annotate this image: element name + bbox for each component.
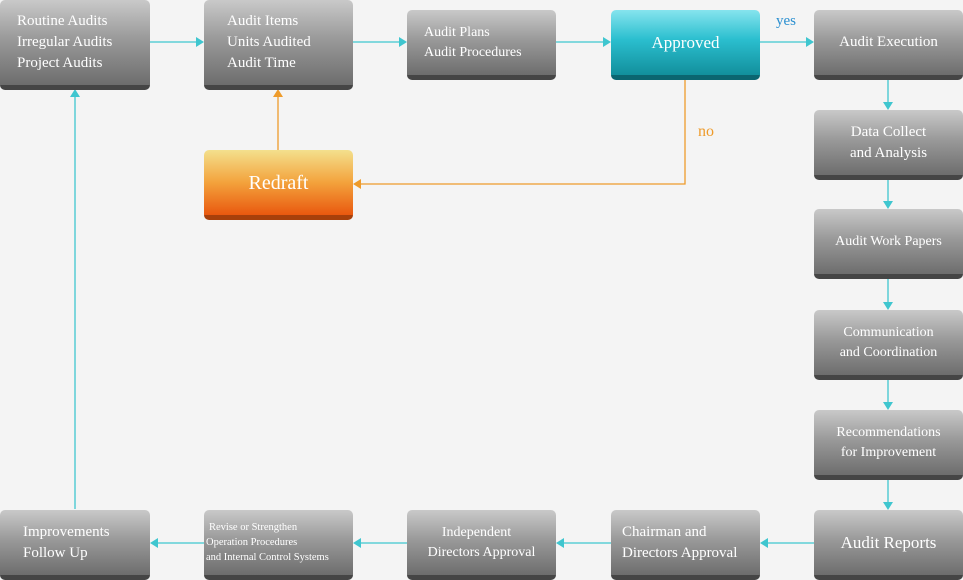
data-collect-line-1: Data Collect <box>850 123 927 140</box>
audit-execution-node: Audit Execution <box>814 10 963 80</box>
data-collect-line-2: and Analysis <box>849 144 928 161</box>
audit-items-line-2: Units Audited <box>227 34 311 50</box>
audit-items-line-1: Audit Items <box>227 13 299 29</box>
yes-label: yes <box>776 13 796 29</box>
recommendations-node: Recommendations for Improvement <box>814 410 963 480</box>
audit-reports-label: Audit Reports <box>840 532 937 552</box>
audit-items-node: Audit Items Units Audited Audit Time <box>204 0 353 90</box>
audit-types-line-3: Project Audits <box>17 55 103 71</box>
work-papers-node: Audit Work Papers <box>814 209 963 279</box>
recommendations-line-2: for Improvement <box>840 444 937 460</box>
redraft-label: Redraft <box>248 171 309 194</box>
audit-reports-node: Audit Reports <box>814 510 963 580</box>
chairman-line-1: Chairman and <box>622 523 707 540</box>
communication-line-2: and Coordination <box>839 344 938 360</box>
revise-node: Revise or Strengthen Operation Procedure… <box>204 510 353 580</box>
communication-line-1: Communication <box>843 324 934 340</box>
revise-line-3: and Internal Control Systems <box>206 552 329 564</box>
audit-execution-label: Audit Execution <box>839 34 938 50</box>
chairman-approval-node: Chairman and Directors Approval <box>611 510 760 580</box>
arrow-approved-no-to-redraft <box>360 79 686 185</box>
audit-types-line-1: Routine Audits <box>17 13 108 29</box>
recommendations-line-1: Recommendations <box>836 424 941 440</box>
audit-types-node: Routine Audits Irregular Audits Project … <box>0 0 150 90</box>
audit-types-line-2: Irregular Audits <box>17 34 113 50</box>
data-collect-node: Data Collect and Analysis <box>814 110 963 180</box>
audit-items-line-3: Audit Time <box>227 55 296 71</box>
independent-approval-node: Independent Directors Approval <box>407 510 556 580</box>
improvements-node: Improvements Follow Up <box>0 510 150 580</box>
audit-plans-line-2: Audit Procedures <box>424 44 522 60</box>
independent-line-1: Independent <box>441 524 512 540</box>
audit-plans-node: Audit Plans Audit Procedures <box>407 10 556 80</box>
improvements-line-1: Improvements <box>23 523 110 540</box>
independent-line-2: Directors Approval <box>427 544 536 560</box>
redraft-node: Redraft <box>204 150 353 220</box>
arrowheads <box>70 37 893 548</box>
chairman-line-2: Directors Approval <box>622 544 738 561</box>
communication-node: Communication and Coordination <box>814 310 963 380</box>
revise-line-2: Operation Procedures <box>206 536 298 548</box>
improvements-line-2: Follow Up <box>23 544 88 561</box>
audit-plans-line-1: Audit Plans <box>424 24 490 40</box>
approved-label: Approved <box>651 32 720 52</box>
revise-line-1: Revise or Strengthen <box>209 521 298 533</box>
work-papers-label: Audit Work Papers <box>835 233 942 249</box>
approved-decision-node: Approved <box>611 10 760 80</box>
no-label: no <box>698 123 714 140</box>
